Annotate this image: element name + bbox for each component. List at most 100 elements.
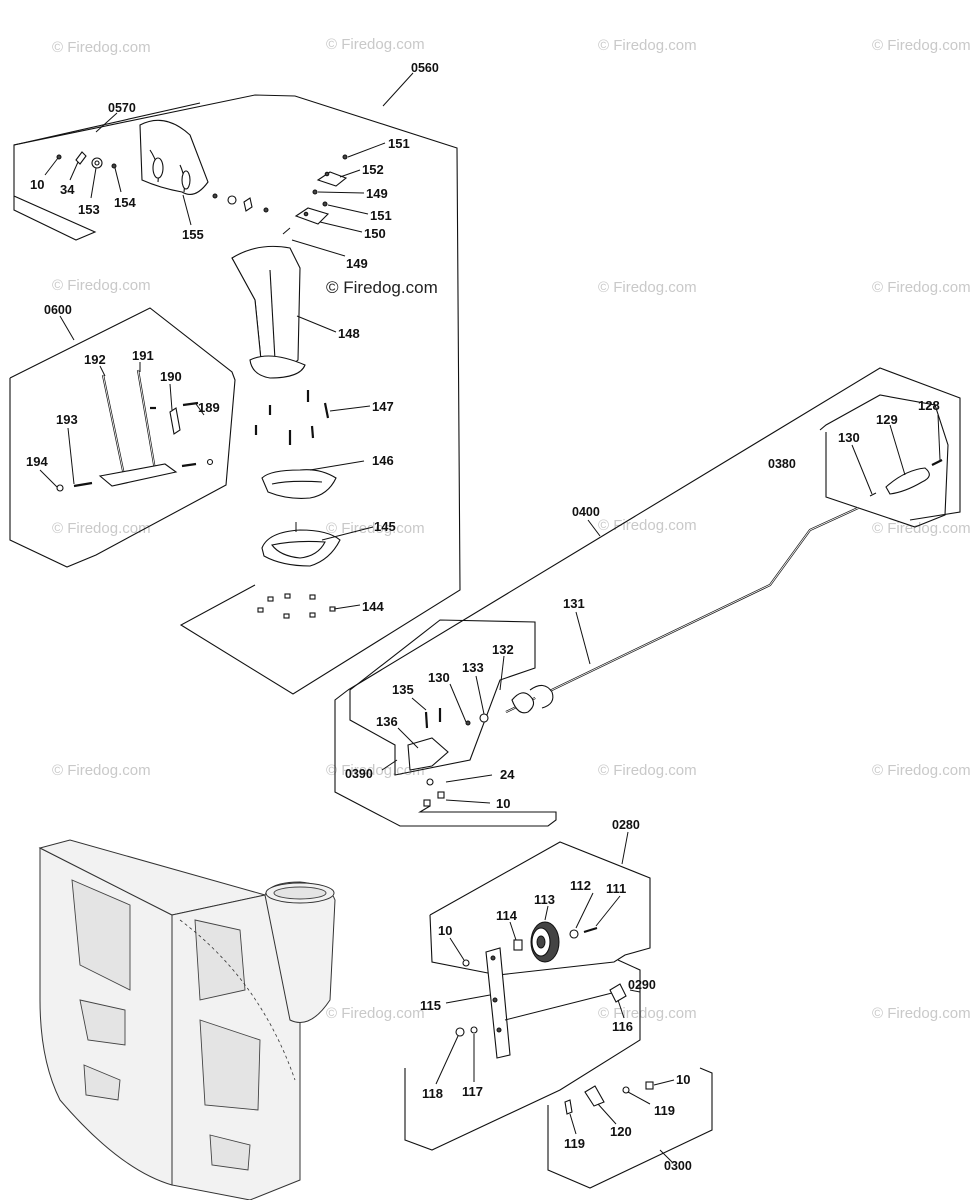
leader-0300 — [659, 1149, 673, 1163]
assembly-frame-0560 — [13, 94, 461, 695]
watermark-layer: © Firedog.com © Firedog.com © Firedog.co… — [52, 36, 971, 1022]
watermark: © Firedog.com — [598, 762, 697, 779]
assembly-label-0300: 0300 — [664, 1159, 692, 1173]
leader-0560 — [382, 72, 414, 107]
bolt-111 — [583, 926, 598, 934]
watermark: © Firedog.com — [326, 36, 425, 53]
nut — [243, 197, 253, 212]
callout: 10 — [438, 923, 452, 938]
nut-10 — [462, 959, 470, 967]
assembly-label-0600: 0600 — [44, 303, 72, 317]
callout-labels: 10 34 153 154 155 151 152 149 151 150 14… — [26, 136, 940, 1151]
callout: 116 — [612, 1019, 633, 1034]
nut-154 — [111, 163, 117, 169]
assembly-label-0560: 0560 — [411, 61, 439, 75]
watermark: © Firedog.com — [326, 1005, 425, 1022]
callout: 34 — [60, 182, 75, 197]
watermark: © Firedog.com — [872, 279, 971, 296]
watermark: © Firedog.com — [598, 279, 697, 296]
callout: 144 — [362, 599, 384, 614]
assembly-frame-0290 — [404, 959, 641, 1151]
spacer-112 — [569, 929, 579, 939]
washer — [227, 195, 237, 205]
callout: 135 — [392, 682, 414, 697]
callout: 191 — [132, 348, 154, 363]
callout: 193 — [56, 412, 78, 427]
bolt-189 — [182, 401, 199, 407]
leader-0290 — [629, 989, 641, 993]
callout: 118 — [422, 1086, 443, 1101]
callout: 151 — [388, 136, 410, 151]
assembly-frame-0380 — [819, 394, 949, 528]
callout: 190 — [160, 369, 182, 384]
callout: 147 — [372, 399, 394, 414]
callout: 131 — [563, 596, 585, 611]
callout: 130 — [428, 670, 450, 685]
callout: 119 — [564, 1136, 585, 1151]
coupling-part — [465, 684, 554, 726]
callout: 117 — [462, 1084, 483, 1099]
leader-0600 — [59, 315, 75, 341]
assembly-frame-0600 — [9, 307, 236, 568]
watermark: © Firedog.com — [598, 1005, 697, 1022]
bushing-114 — [513, 939, 523, 951]
leader-0570 — [95, 112, 118, 133]
callout: 128 — [918, 398, 940, 413]
nut-set-144 — [257, 593, 336, 619]
spring-120 — [584, 1085, 605, 1107]
bolt — [181, 462, 197, 468]
assembly-frame-0280 — [429, 841, 651, 976]
chute-part — [231, 245, 306, 379]
deflector-part — [139, 119, 209, 195]
callout: 119 — [654, 1103, 675, 1118]
assembly-frame-0300 — [547, 1067, 713, 1189]
crank-rod-131 — [505, 507, 859, 713]
callout: 151 — [370, 208, 392, 223]
bolt-193 — [73, 481, 93, 488]
nut-151 — [342, 154, 348, 160]
shift-plate-115 — [485, 947, 613, 1059]
callout: 149 — [366, 186, 388, 201]
bolt-set-147 — [254, 390, 330, 445]
ring-146 — [261, 469, 337, 499]
knob-34 — [75, 151, 87, 165]
arrow-149 — [282, 227, 291, 235]
callout: 113 — [534, 892, 555, 907]
callout: 154 — [114, 195, 136, 210]
watermark: © Firedog.com — [872, 1005, 971, 1022]
bracket-150 — [294, 207, 330, 225]
watermark: © Firedog.com — [598, 517, 697, 534]
nut — [206, 458, 214, 466]
bracket-152 — [316, 171, 348, 187]
assembly-label-0290: 0290 — [628, 978, 656, 992]
assembly-frame-0400 — [334, 689, 557, 827]
assembly-label-0400: 0400 — [572, 505, 600, 519]
callout: 148 — [338, 326, 360, 341]
callout: 112 — [570, 878, 591, 893]
handle-129 — [869, 459, 943, 497]
watermark: © Firedog.com — [598, 37, 697, 54]
callout: 136 — [376, 714, 398, 729]
pin-116 — [609, 983, 627, 1003]
assembly-label-0280: 0280 — [612, 818, 640, 832]
washer-153-hole — [94, 160, 100, 166]
nut-151-b — [322, 201, 328, 207]
watermark: © Firedog.com — [872, 37, 971, 54]
watermark: © Firedog.com — [52, 520, 151, 537]
nut — [263, 207, 269, 213]
callout: 111 — [606, 881, 626, 896]
callout: 150 — [364, 226, 386, 241]
spring-190 — [169, 407, 181, 435]
callout: 155 — [182, 227, 204, 242]
callout: 129 — [876, 412, 898, 427]
bolt-149 — [312, 189, 318, 195]
bolt — [212, 193, 218, 199]
callout: 189 — [198, 400, 220, 415]
auger-housing — [38, 839, 336, 1200]
callout: 133 — [462, 660, 484, 675]
watermark: © Firedog.com — [872, 762, 971, 779]
clip-119 — [564, 1099, 573, 1115]
washer-118 — [455, 1027, 465, 1037]
callout: 130 — [838, 430, 860, 445]
assembly-frame-0400-top — [347, 367, 961, 691]
